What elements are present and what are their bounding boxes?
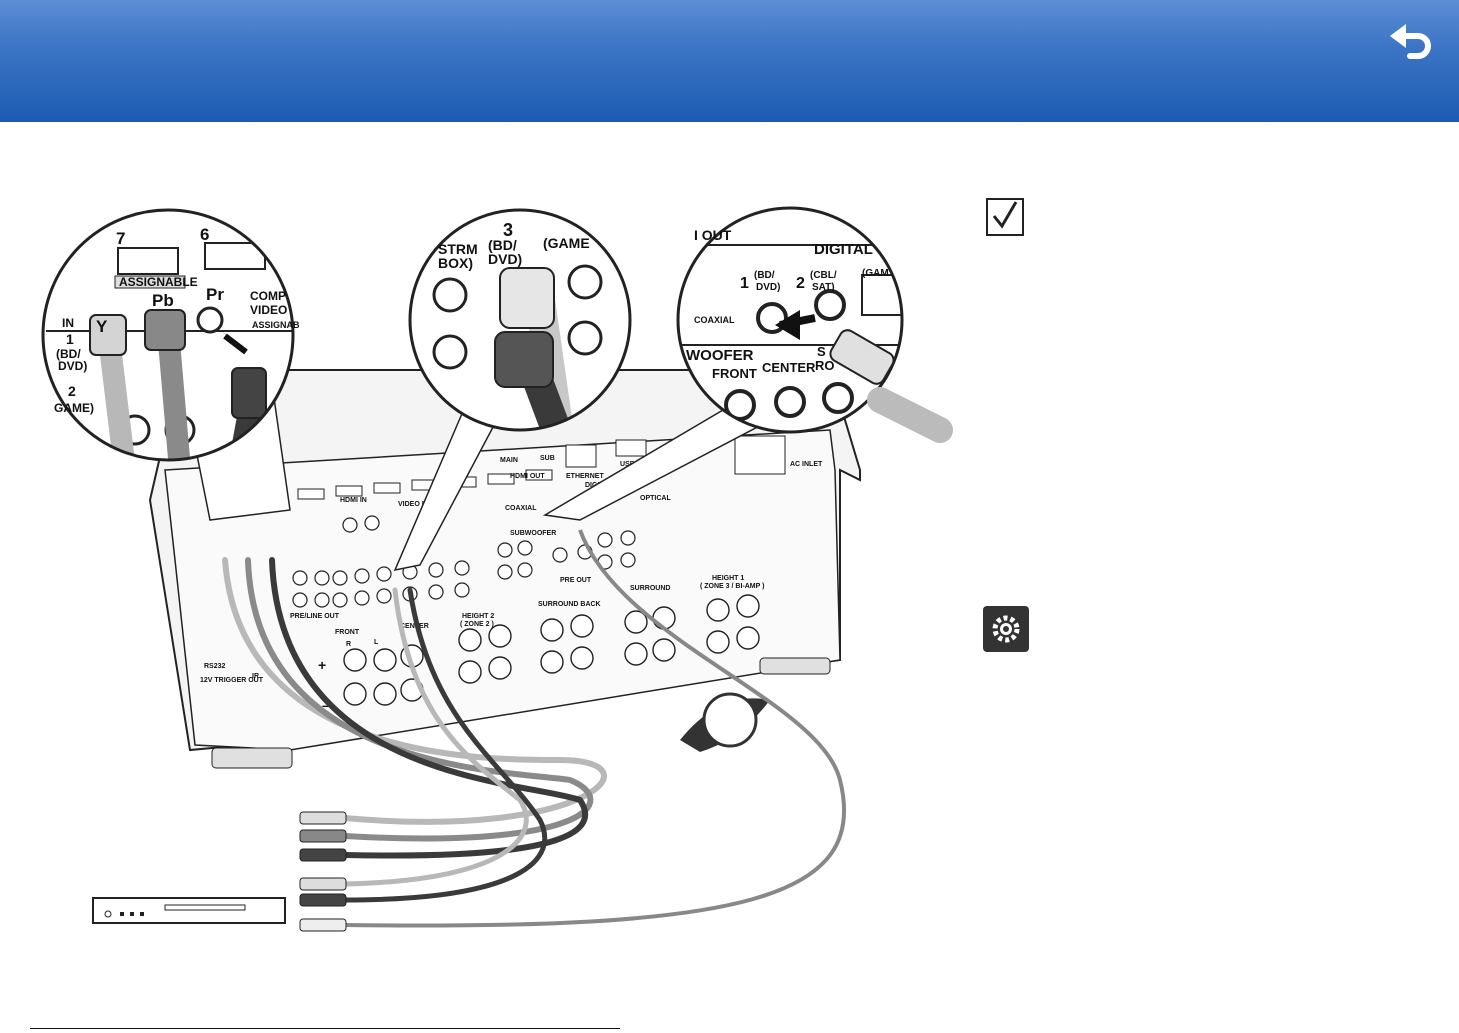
label-r: R [346, 641, 351, 648]
checkbox-checked-icon [986, 198, 1024, 236]
lens1-in1: 1 [66, 331, 74, 347]
lens2-game: (GAME [543, 235, 590, 251]
label-video-in: VIDEO IN [398, 501, 429, 508]
lens1-game: GAME) [54, 401, 94, 415]
label-surround: SURROUND [630, 585, 670, 592]
lens3-d2: 2 [796, 275, 805, 292]
lens3-s: S [817, 344, 826, 359]
label-hdmi-in: HDMI IN [340, 497, 367, 504]
lens2-strm: STRM [438, 241, 478, 257]
lens1-comp: COMP [250, 289, 286, 303]
lens1-in: IN [62, 316, 74, 330]
lens2-in3: 3 [503, 220, 513, 240]
label-pre-line-out: PRE/LINE OUT [290, 613, 340, 620]
label-zone3-biamp: ( ZONE 3 / BI-AMP ) [700, 583, 764, 590]
lens1-assignable: ASSIGNABLE [119, 275, 198, 289]
lens1-y: Y [96, 317, 108, 336]
label-coaxial-small: COAXIAL [505, 505, 537, 512]
coaxial-cable [344, 529, 847, 928]
label-height1: HEIGHT 1 [712, 575, 744, 582]
lens1-in2: 2 [68, 383, 76, 399]
turn-circle [702, 692, 758, 748]
lens-digital-coaxial: I OUT DIGITAL COAXIAL 1 (BD/ DVD) 2 (CBL… [676, 206, 904, 434]
label-center: CENTER [400, 623, 429, 630]
label-usb: USB [620, 461, 635, 468]
label-main: MAIN [500, 457, 518, 464]
label-rs232: RS232 [204, 663, 226, 670]
lens3-cbl: (CBL/ [810, 270, 837, 281]
lens3-center: CENTER [762, 360, 816, 375]
label-minus: – [322, 697, 330, 713]
lens1-dvd: DVD) [58, 359, 87, 373]
lens3-digital: DIGITAL [814, 241, 873, 258]
lens1-port6: 6 [200, 225, 209, 244]
label-height2: HEIGHT 2 [462, 613, 494, 620]
coaxial-plug-large [829, 329, 953, 443]
lens2-box: BOX) [438, 255, 473, 271]
lens2-dvd: DVD) [488, 251, 522, 267]
rca-plugs [299, 811, 347, 932]
lens3-out: I OUT [694, 227, 732, 243]
label-front: FRONT [335, 629, 360, 636]
label-sub: SUB [540, 455, 555, 462]
connection-illustration: HDMI IN VIDEO IN DIGITAL IN SUBWOOFER PR… [41, 206, 953, 932]
label-surround-back: SURROUND BACK [538, 601, 601, 608]
header-bar [0, 0, 1459, 122]
lens1-assignab: ASSIGNAB [252, 320, 300, 330]
lens-component-video: 7 6 Y Pb Pr ASSIGNABLE COMP VIDEO ASSIGN… [41, 208, 300, 462]
lens3-d1: 1 [740, 275, 749, 292]
label-ir: IR [252, 673, 259, 680]
footer-rule [30, 1028, 620, 1029]
label-plus: + [318, 657, 326, 673]
label-optical: OPTICAL [640, 495, 671, 502]
label-ethernet: ETHERNET [566, 473, 604, 480]
label-trigger: 12V TRIGGER OUT [200, 677, 264, 684]
lens2-bd: (BD/ [488, 237, 517, 253]
lens3-ro: RO [815, 358, 835, 373]
back-arrow-icon[interactable] [1386, 20, 1438, 68]
lens1-video: VIDEO [250, 303, 287, 317]
component-video-cables [222, 557, 607, 859]
lens1-pb: Pb [152, 291, 174, 310]
lens-audio-in: 3 (BD/ DVD) STRM BOX) (GAME [408, 208, 632, 432]
gear-icon [983, 606, 1029, 652]
label-zone2: ( ZONE 2 ) [460, 621, 494, 628]
audio-cables [342, 587, 548, 903]
lens3-front: FRONT [712, 366, 757, 381]
lens1-port7: 7 [116, 229, 125, 248]
lens1-pr: Pr [206, 285, 224, 304]
label-hdmi-out: HDMI OUT [510, 473, 545, 480]
lens3-coaxial: COAXIAL [694, 315, 735, 325]
label-subwoofer: SUBWOOFER [510, 530, 556, 537]
lens3-dvd: DVD) [756, 282, 780, 293]
label-ac-inlet: AC INLET [790, 461, 823, 468]
lens3-sat: SAT) [812, 282, 835, 293]
label-l: L [374, 639, 379, 646]
bd-dvd-player [92, 897, 286, 924]
lens3-gam: (GAM [862, 268, 889, 279]
label-pre-out: PRE OUT [560, 577, 592, 584]
lens3-bd: (BD/ [754, 270, 775, 281]
lens1-bd: (BD/ [56, 347, 81, 361]
lens3-woofer: WOOFER [686, 347, 754, 364]
